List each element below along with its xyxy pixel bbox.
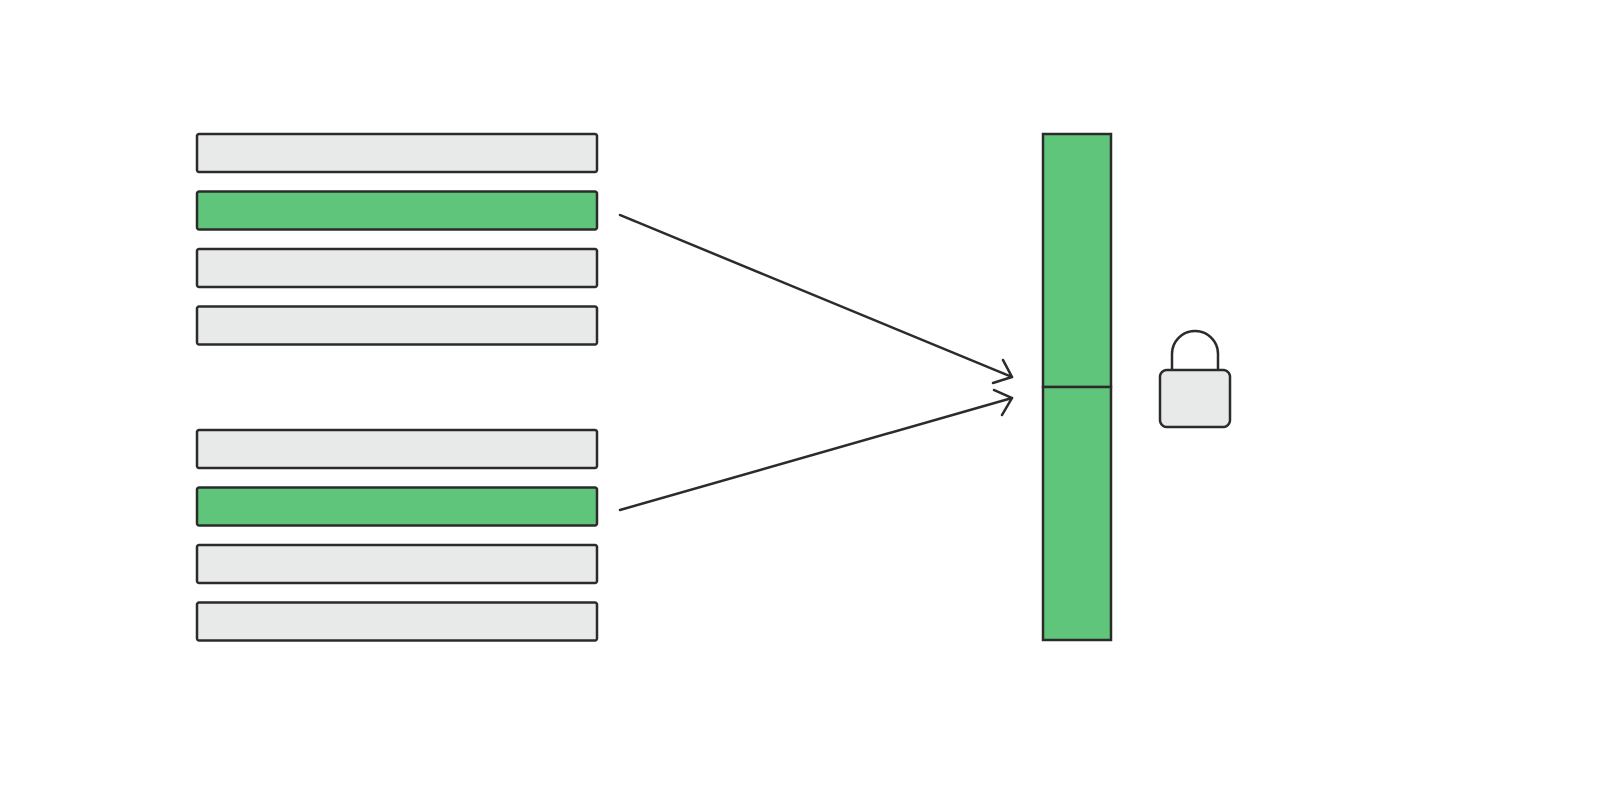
group-top-row — [195, 247, 599, 289]
combined-column-segment — [1041, 132, 1113, 389]
group-bottom-row — [195, 428, 599, 470]
group-bottom-row — [195, 601, 599, 642]
group-bottom — [195, 428, 599, 642]
group-top-row — [195, 305, 599, 346]
arrow-top-icon — [618, 213, 1014, 385]
arrows — [618, 213, 1014, 512]
group-top-row — [195, 132, 599, 174]
group-top — [195, 132, 599, 346]
group-top-row-selected — [195, 190, 599, 231]
group-bottom-row-selected — [195, 486, 599, 527]
group-bottom-row — [195, 543, 599, 585]
lock-shackle — [1170, 329, 1220, 370]
combined-column — [1041, 132, 1113, 642]
arrow-bottom-icon — [618, 388, 1014, 512]
combined-column-segment — [1041, 385, 1113, 642]
lock-icon — [1158, 329, 1232, 429]
lock-body — [1158, 368, 1232, 429]
